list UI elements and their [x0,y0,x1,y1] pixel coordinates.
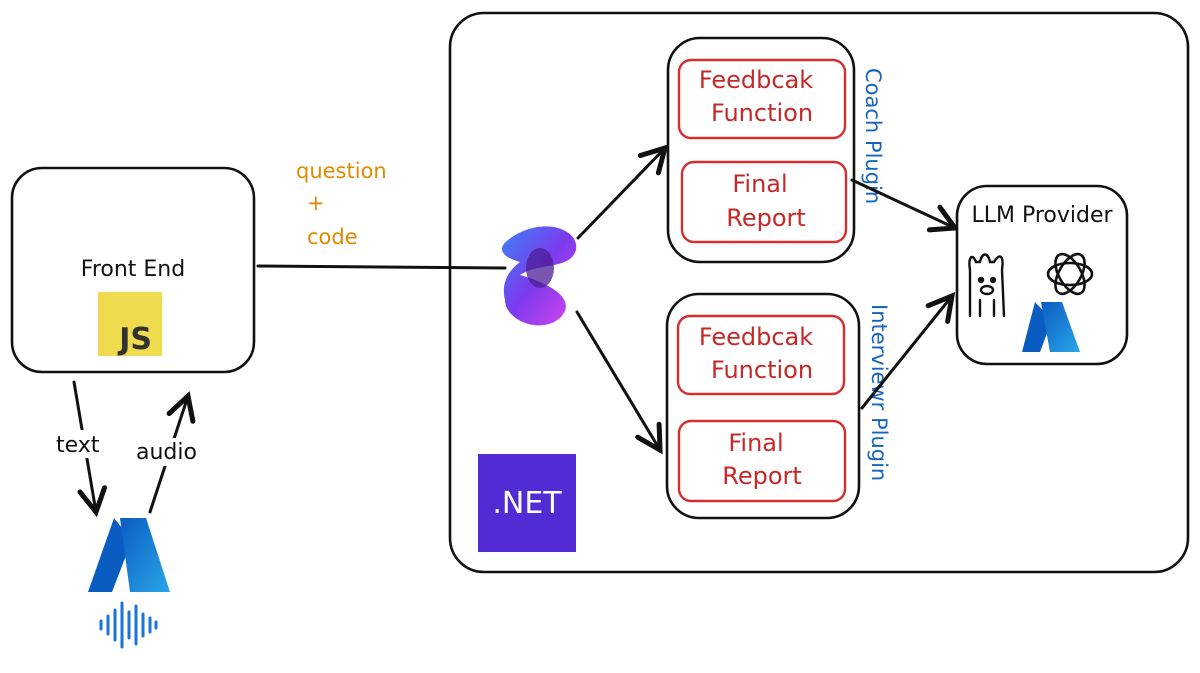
kernel-to-coach-arrow [576,148,665,240]
coach-report-line2: Report [726,204,806,232]
interview-report-line2: Report [722,462,802,490]
kernel-to-interview-arrow [575,310,660,450]
javascript-logo-icon: JS [98,292,162,357]
llm-provider-label: LLM Provider [971,203,1113,228]
coach-feedback-function-box [677,58,847,140]
azure-speech-icon [88,518,170,649]
azure-logo-icon [1022,302,1080,352]
code-label: code [307,225,358,249]
front-end-label: Front End [81,257,185,282]
semantic-kernel-logo-icon [501,226,577,326]
front-end-box: Front End JS [10,166,256,374]
interview-plugin-box: Feedbcak Function Final Report [665,292,861,520]
coach-function-line2: Function [711,99,813,127]
interview-plugin-label: Interviewr Plugin [867,304,891,481]
front-end-to-kernel-line [256,264,507,270]
interview-report-line1: Final [728,429,783,457]
plus-label: + [307,191,325,215]
backend-container [448,11,1190,574]
interview-final-report-box [677,419,847,503]
audio-wave-icon [99,601,158,649]
coach-final-report-box [680,160,848,244]
js-badge: JS [117,322,152,357]
interview-function-line2: Function [711,356,813,384]
coach-function-line1: Feedbcak [699,66,813,94]
coach-report-line1: Final [732,170,787,198]
openai-icon [1046,252,1094,296]
text-label: text [56,433,100,458]
interview-feedback-function-box [676,314,846,396]
coach-plugin-box: Feedbcak Function Final Report [666,36,856,264]
coach-plugin-label: Coach Plugin [861,68,885,204]
llm-provider-box: LLM Provider [955,184,1129,366]
coach-to-llm-arrow [850,178,955,228]
question-label: question [296,159,387,183]
interview-to-llm-arrow [860,296,952,410]
dotnet-label: .NET [492,486,562,521]
interview-function-line1: Feedbcak [699,323,813,351]
llama-icon [968,253,1006,318]
dotnet-logo-icon: .NET [478,454,576,552]
audio-label: audio [136,440,197,465]
